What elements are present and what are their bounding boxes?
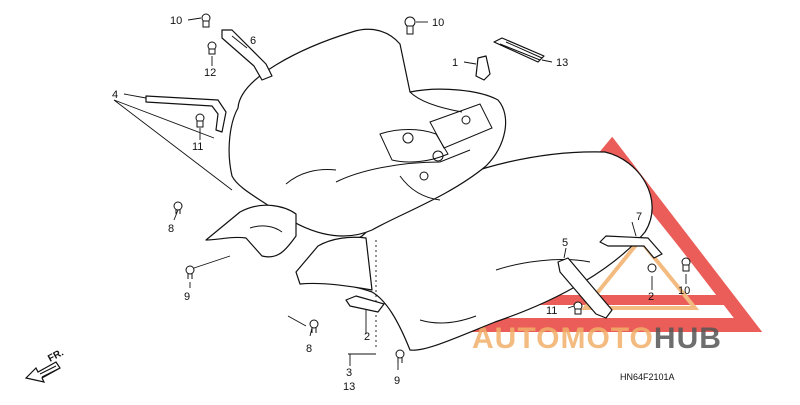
callout-2-right: 2 [648,291,654,303]
callout-10-top-left: 10 [170,15,182,27]
rubber-strip-13-upper [493,37,545,63]
callout-1: 1 [452,57,458,69]
callout-10-right: 10 [678,285,690,297]
callout-4: 4 [112,89,118,101]
callout-12: 12 [204,67,216,79]
bolt-11-left [195,113,205,128]
stay-part-4 [145,95,227,133]
watermark-text-automoto: AUTOMOTO [472,322,654,355]
clip-part-1 [475,55,491,81]
callout-3: 3 [346,367,352,379]
stay-part-7 [599,235,663,259]
callout-13-upper: 13 [556,57,568,69]
callout-11-left: 11 [192,141,203,153]
callout-9-bottom: 9 [394,375,400,387]
fender-upper-cover [228,28,507,237]
callout-7: 7 [636,211,642,223]
bolt-12 [207,41,217,55]
nut-2-right [647,263,657,273]
callout-8-left: 8 [168,223,174,235]
hardware-parts [145,13,691,363]
callout-5: 5 [562,237,568,249]
callout-6: 6 [250,35,256,47]
watermark-text-hub: HUB [654,322,722,355]
bolt-10-top-left [201,13,211,28]
watermark-triangle-small [580,236,700,310]
screw-9-left [185,265,195,279]
callout-8-bottom: 8 [306,343,312,355]
fender-left-flap [205,204,297,258]
fender-side-panel [295,236,373,291]
watermark-wordmark: AUTOMOTOHUB [472,322,722,355]
leader-lines [113,17,687,370]
front-direction-label: FR. [46,347,66,364]
bolt-11-right [573,301,583,315]
callout-9-left: 9 [184,291,190,303]
pad-part-2 [345,295,385,313]
stay-part-5 [557,257,613,319]
bolt-10-top-center [404,16,416,35]
diagram-code: HN64F2101A [620,372,675,382]
screw-9-bottom [395,349,405,363]
svg-text:AUTOMOTOHUB: AUTOMOTOHUB [472,322,722,355]
callout-2-bottom: 2 [364,331,370,343]
screw-8-left [173,201,183,214]
rear-fender [205,28,653,351]
callout-10-top-center: 10 [432,17,444,29]
callout-13-bottom: 13 [343,381,355,393]
stay-part-6 [221,29,273,81]
front-direction-indicator: FR. [24,347,66,383]
callout-labels: 10 6 12 10 1 13 4 11 8 9 7 5 2 10 11 2 8… [112,15,690,393]
callout-11-right: 11 [546,305,557,317]
bolt-10-right [681,257,691,272]
